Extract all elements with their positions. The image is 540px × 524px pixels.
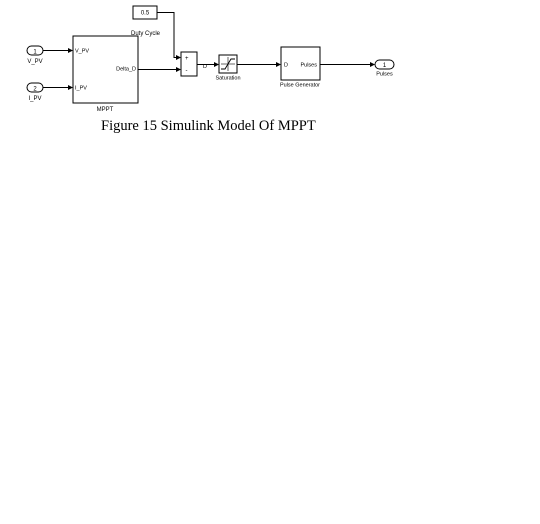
arrow-constant-sum [176, 55, 181, 60]
sum-sign-minus: - [186, 68, 188, 74]
inport-2-number: 2 [33, 87, 37, 93]
arrow-inport1-mppt [68, 48, 73, 53]
sum-output-label-d: D [203, 64, 207, 70]
arrow-mppt-sum [176, 67, 181, 72]
arrow-saturation-pulse [276, 62, 281, 67]
pulse-generator-block-name: Pulse Generator [280, 83, 320, 89]
saturation-block-name: Saturation [215, 76, 240, 82]
arrow-sum-saturation [214, 62, 219, 67]
arrow-pulse-outport [370, 62, 375, 67]
saturation-icon [221, 57, 235, 71]
mppt-block-name: MPPT [97, 107, 114, 113]
mppt-input-label-vpv: V_PV [75, 49, 89, 55]
figure-caption: Figure 15 Simulink Model Of MPPT [101, 118, 316, 134]
outport-1-name: Pulses [376, 72, 393, 78]
inport-1-name: V_PV [27, 59, 42, 65]
inport-1-number: 1 [33, 50, 37, 56]
mppt-input-label-ipv: I_PV [75, 86, 87, 92]
constant-value: 0.5 [141, 11, 150, 17]
outport-1-block[interactable] [374, 59, 395, 70]
sum-block[interactable] [180, 51, 198, 77]
simulink-diagram: 1 V_PV 2 I_PV V_PV I_PV Duty Cycle Delta… [26, 5, 395, 113]
mppt-output-label-duty-cycle: Duty Cycle [131, 31, 161, 37]
wire-constant-sum [157, 12, 178, 58]
arrow-inport2-mppt [68, 85, 73, 90]
outport-1-number: 1 [383, 63, 387, 69]
pulse-generator-block[interactable] [280, 46, 321, 81]
pulse-generator-input-label: D [284, 63, 288, 69]
mppt-subsystem-block[interactable] [72, 35, 139, 104]
mppt-output-label-delta-d: Delta_D [116, 67, 136, 73]
inport-2-name: I_PV [28, 96, 41, 102]
sum-sign-plus: + [185, 56, 189, 62]
pulse-generator-output-label: Pulses [300, 63, 317, 69]
